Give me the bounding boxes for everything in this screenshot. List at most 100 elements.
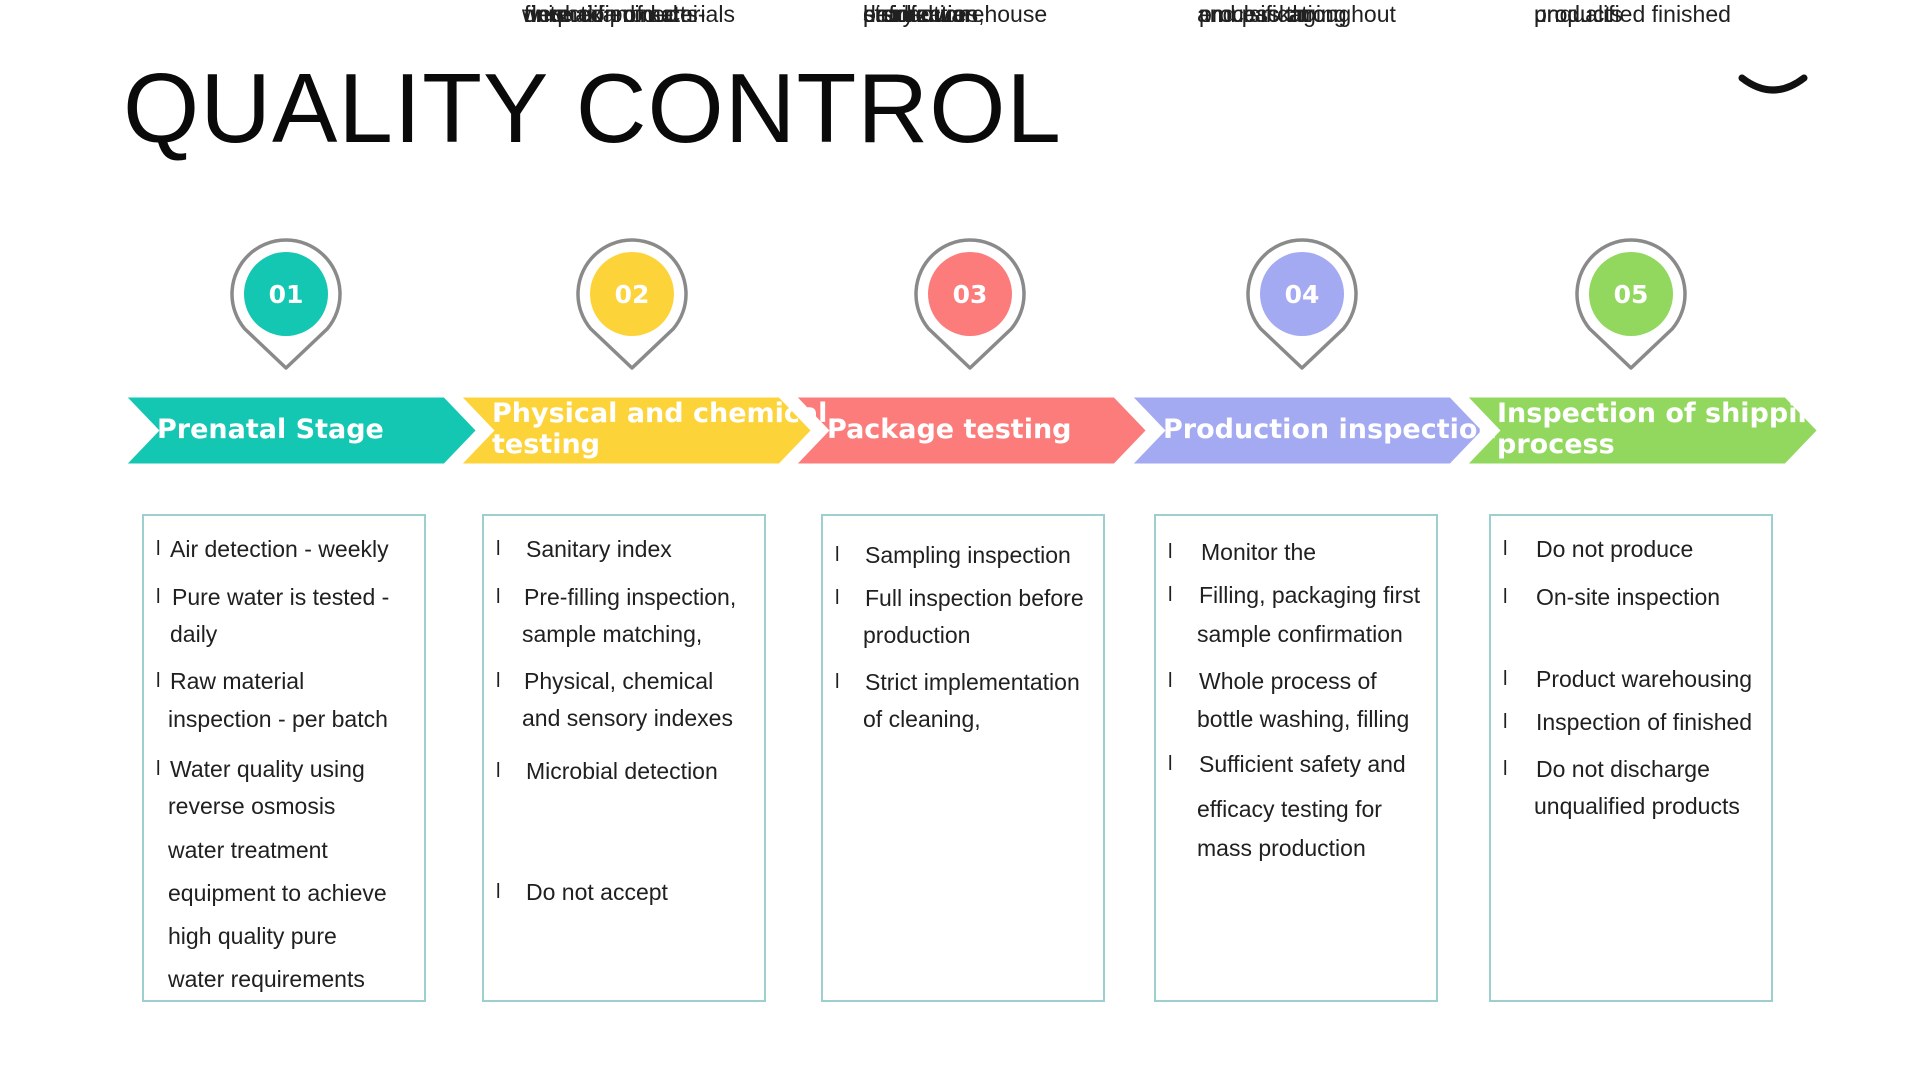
stage-badge-circle bbox=[244, 252, 328, 336]
list-item-text: bottle washing, filling bbox=[1197, 706, 1410, 732]
stage-number: 04 bbox=[1284, 279, 1320, 309]
list-bullet: l bbox=[156, 538, 161, 560]
list-item-text: process throughout bbox=[1199, 1, 1396, 27]
list-item-text: daily bbox=[170, 621, 218, 647]
list-item-text: Strict implementation bbox=[865, 669, 1080, 695]
stage-badge-circle bbox=[1260, 252, 1344, 336]
list-bullet: l bbox=[835, 544, 840, 566]
list-item-text: finished products bbox=[524, 1, 698, 27]
stage-arrow-04 bbox=[1122, 392, 1489, 469]
list-item-text: sterilization bbox=[863, 1, 979, 27]
list-bullet: l bbox=[1503, 711, 1508, 733]
list-item-text: inspection - per batch bbox=[168, 706, 388, 732]
list-item-text: On-site inspection bbox=[1536, 584, 1721, 610]
stage-badge-circle bbox=[928, 252, 1012, 336]
list-item-text: Raw material bbox=[170, 668, 305, 694]
stage-detail-card-05 bbox=[1489, 514, 1773, 1002]
list-bullet: l bbox=[496, 538, 501, 560]
list-item-text: Filling, packaging first bbox=[1199, 582, 1421, 608]
list-bullet: l bbox=[1168, 541, 1173, 563]
list-bullet: l bbox=[1168, 670, 1173, 692]
list-bullet: l bbox=[156, 586, 161, 608]
page-title: QUALITY CONTROL bbox=[123, 53, 1062, 163]
list-item-text: Sanitary index bbox=[526, 536, 672, 562]
stage-label: Prenatal Stage bbox=[157, 414, 384, 445]
list-item-text: Physical, chemical bbox=[524, 668, 714, 694]
list-item-text: efficacy testing for bbox=[1197, 796, 1382, 822]
list-bullet: l bbox=[835, 587, 840, 609]
stage-detail-card-03 bbox=[821, 514, 1105, 1002]
list-item-text: products bbox=[1534, 1, 1623, 27]
stage-arrow-03 bbox=[786, 392, 1153, 469]
list-bullet: l bbox=[1503, 586, 1508, 608]
list-item-text: Do not accept bbox=[526, 879, 668, 905]
list-item-text: Whole process of bbox=[1199, 668, 1377, 694]
stage-number: 02 bbox=[614, 279, 650, 309]
list-item-text: mass production bbox=[1197, 835, 1366, 861]
list-item-text: product bbox=[1534, 1, 1611, 27]
list-bullet: l bbox=[1168, 753, 1173, 775]
list-item-text: Do not discharge bbox=[1536, 756, 1710, 782]
list-item-text: Microbial detection bbox=[526, 758, 718, 784]
list-item-text: sample matching, bbox=[522, 621, 703, 647]
stage-number: 03 bbox=[952, 279, 988, 309]
list-item-text: procedures bbox=[863, 1, 979, 27]
list-bullet: l bbox=[496, 881, 501, 903]
stage-number: 05 bbox=[1613, 279, 1649, 309]
list-item-text: Pre-filling inspection, bbox=[524, 584, 737, 610]
list-item-text: of cleaning, bbox=[863, 706, 981, 732]
list-item-text: Pure water is tested - bbox=[172, 584, 390, 610]
list-item-text: unqualified materials bbox=[524, 1, 735, 27]
stage-badge-circle bbox=[1589, 252, 1673, 336]
list-item-text: water treatment bbox=[168, 837, 328, 863]
chevron-down-icon[interactable] bbox=[1738, 72, 1808, 106]
list-item-text: unqualified products bbox=[1534, 793, 1740, 819]
list-item-text: were examined bbox=[522, 1, 678, 27]
list-bullet: l bbox=[1168, 584, 1173, 606]
stage-label: process bbox=[1497, 429, 1615, 460]
list-bullet: l bbox=[1503, 538, 1508, 560]
list-item-text: Sufficient safety and bbox=[1199, 751, 1406, 777]
list-item-text: equipment to achieve bbox=[168, 880, 387, 906]
list-item-text: water requirements bbox=[168, 966, 365, 992]
stage-detail-card-02 bbox=[482, 514, 766, 1002]
list-item-text: Product warehousing bbox=[1536, 666, 1753, 692]
list-item-text: Water quality using bbox=[170, 756, 365, 782]
list-item-text: production bbox=[863, 622, 971, 648]
list-bullet: l bbox=[496, 760, 501, 782]
list-item-text: and packaging bbox=[1197, 1, 1347, 27]
list-item-text: unqualified finished bbox=[1534, 1, 1731, 27]
list-item-text: reverse osmosis bbox=[168, 793, 336, 819]
stage-detail-card-04 bbox=[1154, 514, 1438, 1002]
list-item-text: Air detection - weekly bbox=[170, 536, 389, 562]
list-item-text: disinfection, bbox=[863, 1, 985, 27]
list-item-text: production bbox=[863, 1, 971, 27]
list-item-text: Inspection of finished bbox=[1536, 709, 1753, 735]
stage-label: Production inspection bbox=[1163, 414, 1497, 445]
list-item-text: and sensory indexes bbox=[522, 705, 733, 731]
list-item-text: detection of semi- bbox=[524, 1, 706, 27]
list-item-text: emulsification bbox=[1199, 1, 1339, 27]
list-item-text: Sampling inspection bbox=[865, 542, 1071, 568]
list-bullet: l bbox=[496, 670, 501, 692]
stage-label: Inspection of shipping bbox=[1497, 398, 1837, 429]
stage-badge-circle bbox=[590, 252, 674, 336]
list-item-text: Monitor the bbox=[1201, 539, 1317, 565]
list-bullet: l bbox=[496, 586, 501, 608]
list-item-text: high quality pure bbox=[168, 923, 337, 949]
stage-number: 01 bbox=[268, 279, 304, 309]
stage-label: testing bbox=[492, 429, 600, 460]
list-bullet: l bbox=[1503, 758, 1508, 780]
stage-arrow-02 bbox=[451, 392, 818, 469]
list-bullet: l bbox=[835, 671, 840, 693]
list-bullet: l bbox=[156, 758, 161, 780]
list-item-text: sample confirmation bbox=[1197, 621, 1403, 647]
list-item-text: before warehouse bbox=[863, 1, 1048, 27]
stage-detail-card-01 bbox=[142, 514, 426, 1002]
stage-arrow-05 bbox=[1457, 392, 1824, 469]
list-item-text: entry bbox=[863, 1, 915, 27]
list-item-text: Full inspection before bbox=[865, 585, 1084, 611]
stage-arrow-01 bbox=[116, 392, 483, 469]
